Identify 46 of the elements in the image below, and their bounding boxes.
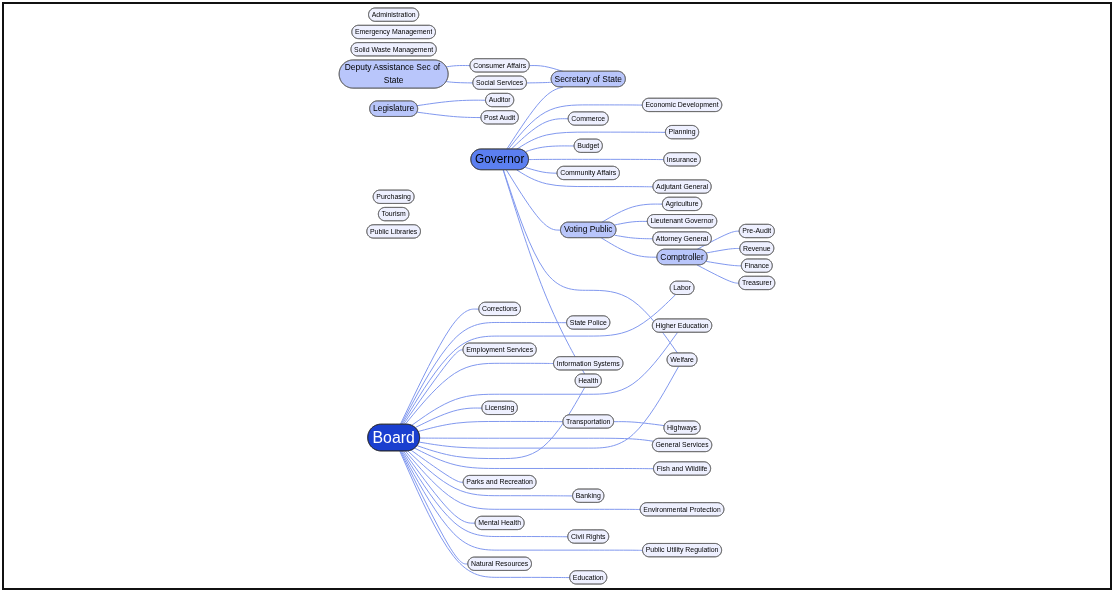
connector bbox=[400, 450, 644, 551]
connector bbox=[416, 99, 487, 107]
connector bbox=[696, 264, 740, 284]
connector bbox=[696, 230, 740, 250]
connector bbox=[529, 65, 564, 72]
connector bbox=[705, 260, 743, 267]
connector bbox=[502, 169, 586, 375]
connector bbox=[528, 158, 665, 161]
connector bbox=[507, 104, 644, 150]
connector bbox=[524, 145, 575, 153]
connector bbox=[411, 332, 678, 426]
connector bbox=[516, 131, 667, 150]
connector bbox=[404, 362, 555, 425]
connector bbox=[613, 234, 654, 240]
connector bbox=[601, 203, 664, 223]
connector bbox=[403, 450, 476, 524]
connector bbox=[414, 447, 655, 470]
connector bbox=[407, 450, 574, 497]
connector bbox=[417, 420, 564, 432]
connector bbox=[419, 437, 655, 442]
connector bbox=[524, 166, 558, 174]
connector bbox=[414, 407, 483, 429]
connector bbox=[502, 169, 679, 354]
connector bbox=[445, 65, 471, 68]
connector bbox=[400, 322, 568, 425]
connector bbox=[600, 237, 658, 258]
connector bbox=[506, 86, 564, 150]
connector bbox=[526, 81, 553, 84]
connector bbox=[613, 220, 649, 226]
connector bbox=[410, 449, 464, 483]
connector bbox=[404, 450, 641, 511]
connector bbox=[399, 308, 480, 425]
connector bbox=[613, 421, 665, 427]
connector bbox=[418, 366, 680, 449]
connector bbox=[416, 387, 586, 460]
connector bbox=[505, 169, 562, 231]
connector bbox=[516, 169, 654, 188]
connector bbox=[401, 450, 569, 538]
connector bbox=[416, 111, 482, 119]
connector bbox=[402, 349, 464, 425]
connector bbox=[399, 450, 469, 565]
connector bbox=[401, 294, 677, 425]
connector bbox=[445, 81, 474, 84]
connector bbox=[510, 118, 569, 150]
connector bbox=[705, 248, 741, 254]
connector bbox=[399, 450, 571, 579]
